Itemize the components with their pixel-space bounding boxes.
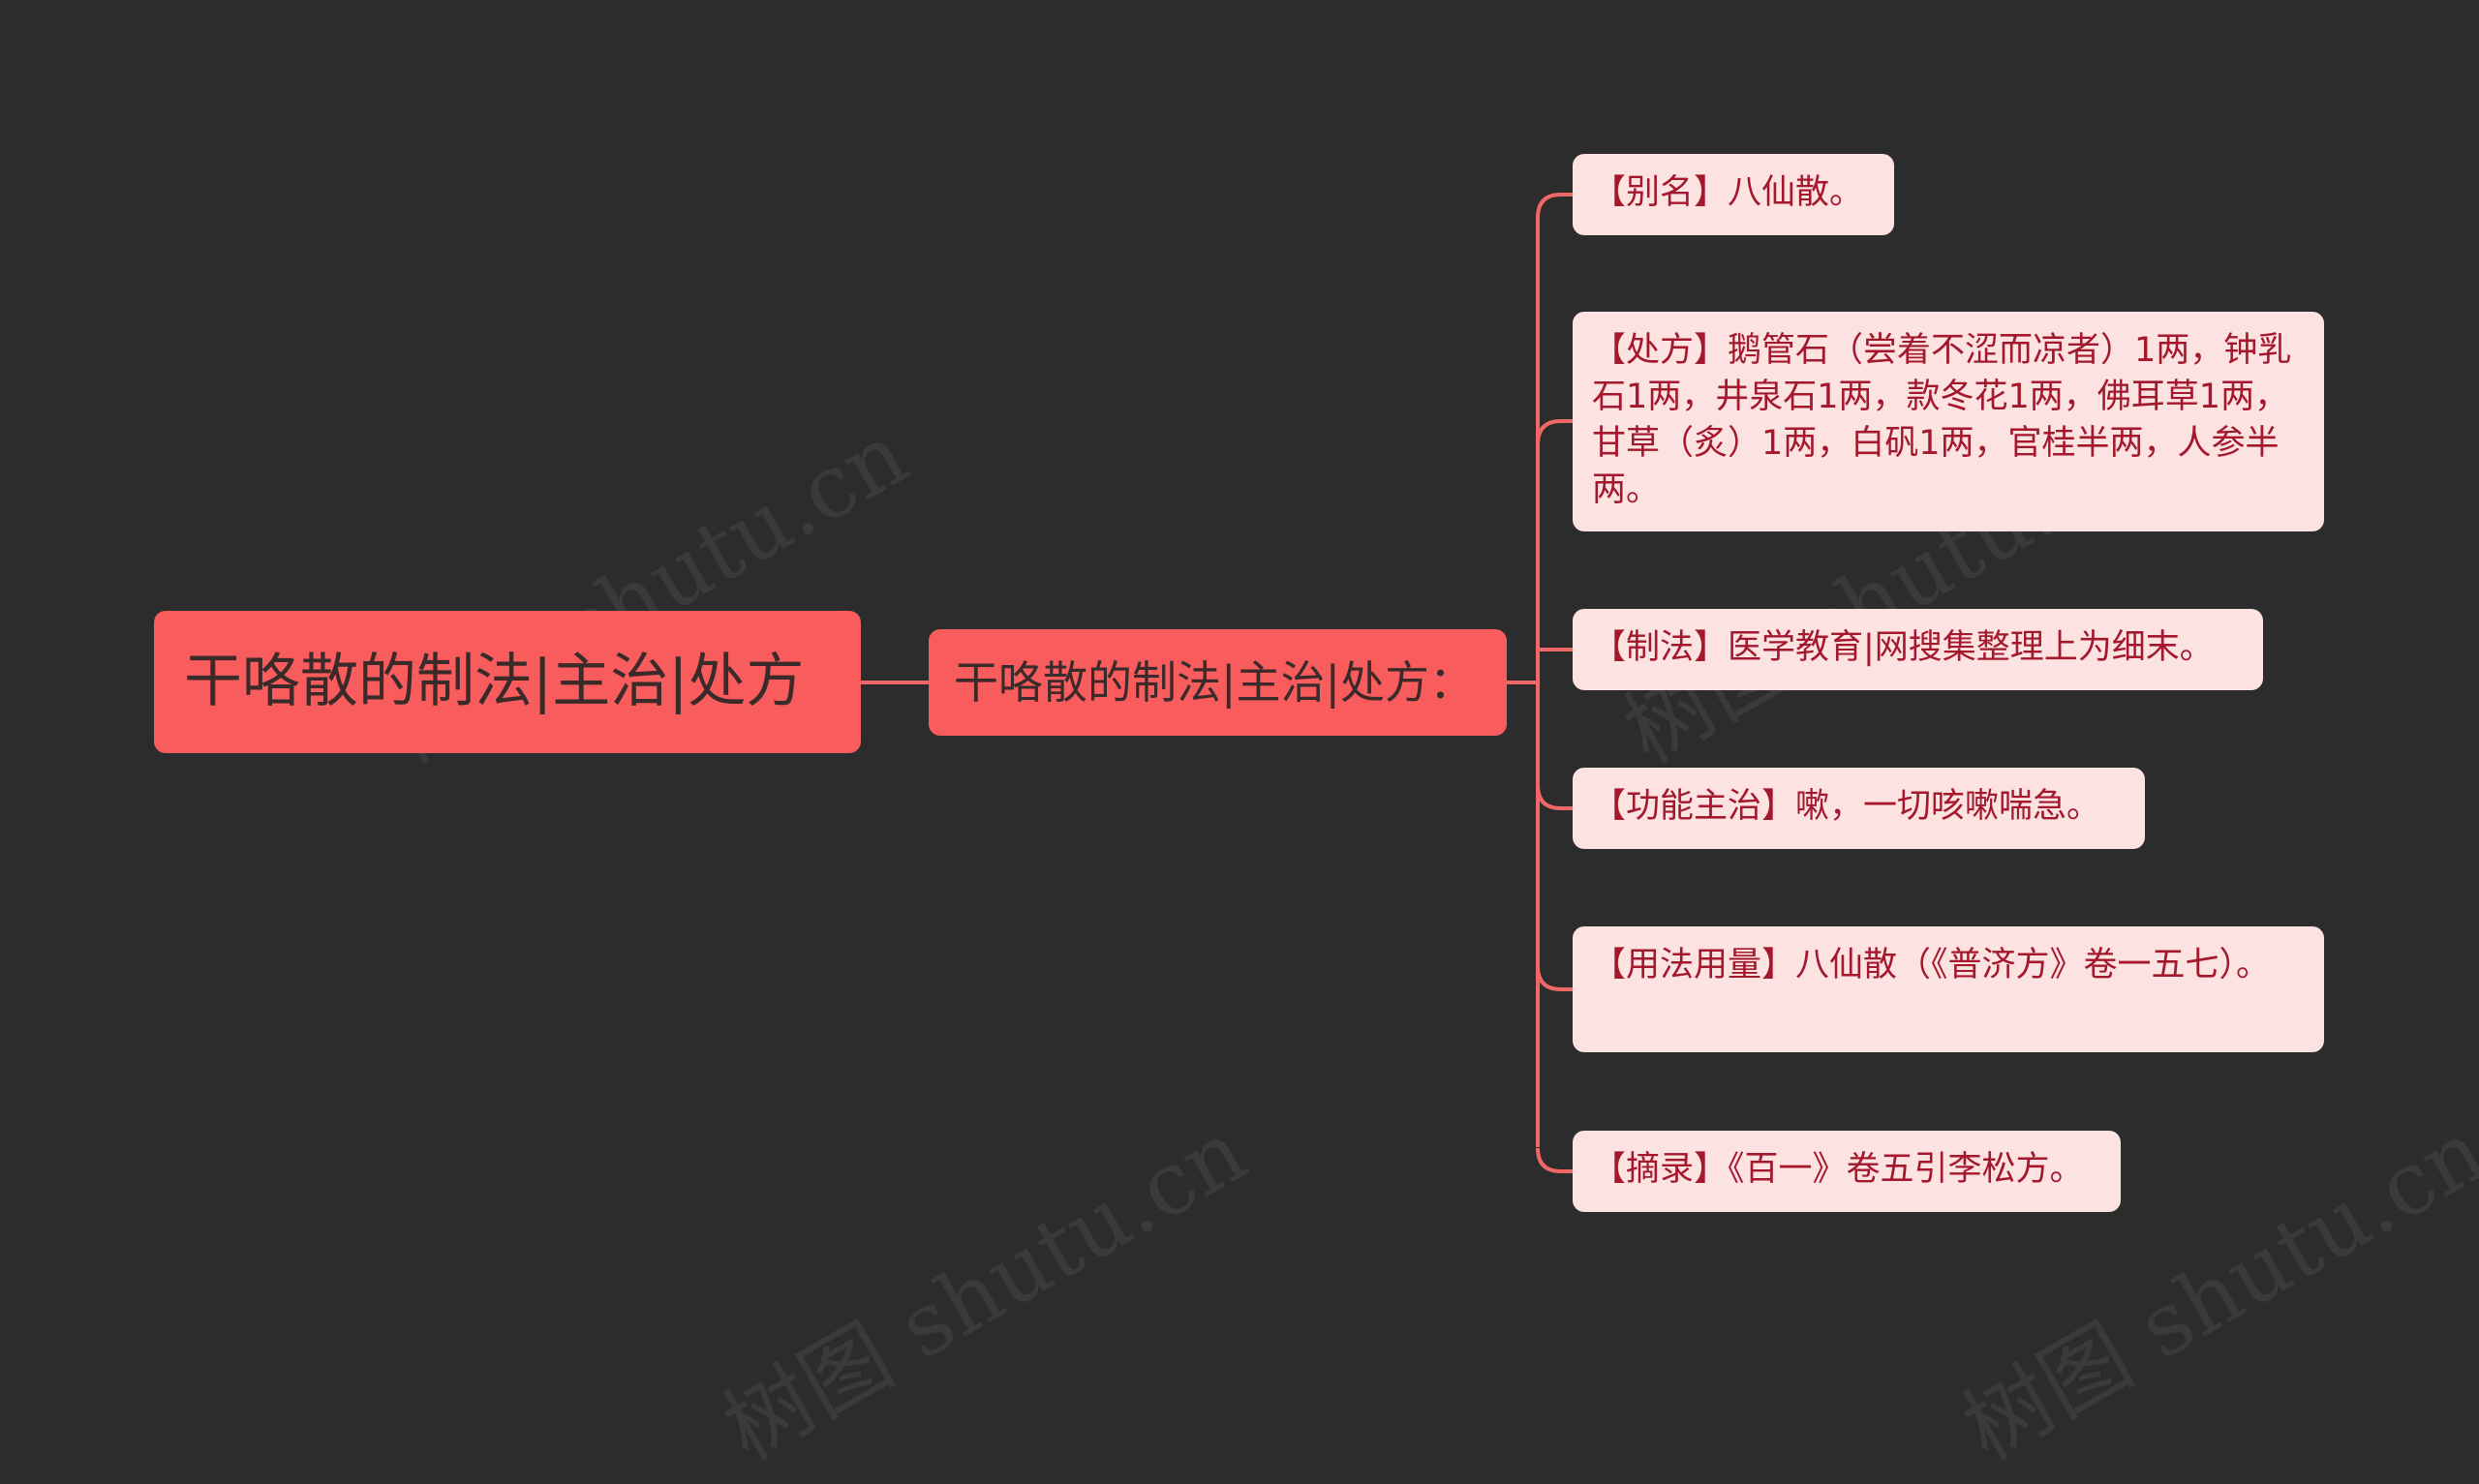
leaf-node-alias[interactable]: 【别名】八仙散。 [1573, 154, 1894, 235]
branch-connector-0 [1536, 193, 1573, 219]
leaf-node-indications[interactable]: 【功能主治】嗽，一切咳嗽喘急。 [1573, 768, 2145, 849]
connector-lines [861, 193, 1573, 1173]
leaf-text: 【功能主治】嗽，一切咳嗽喘急。 [1592, 787, 2101, 826]
leaf-text: 【摘录】《百一》卷五引李松方。 [1592, 1150, 2084, 1189]
branch-connector-5 [1536, 1147, 1573, 1173]
root-topic-node[interactable]: 干咯散的制法|主治|处方 [154, 611, 861, 753]
leaf-text: 【处方】鹅管石（尝着不涩而凉者）1两，钟乳石1两，井泉石1两，款冬花1两，佛耳草… [1592, 331, 2292, 509]
branch-connector-1 [1536, 419, 1573, 445]
leaf-node-preparation[interactable]: 【制法】医学教育|网搜集整理上为细末。 [1573, 609, 2263, 690]
branch-connector-4 [1536, 965, 1573, 991]
leaf-node-usage-dosage[interactable]: 【用法用量】八仙散（《普济方》卷一五七）。 [1573, 926, 2324, 1052]
leaf-node-prescription[interactable]: 【处方】鹅管石（尝着不涩而凉者）1两，钟乳石1两，井泉石1两，款冬花1两，佛耳草… [1573, 312, 2324, 531]
subtopic-node[interactable]: 干咯散的制法|主治|处方： [929, 629, 1507, 736]
subtopic-label: 干咯散的制法|主治|处方： [954, 656, 1474, 709]
root-topic-label: 干咯散的制法|主治|处方 [184, 648, 805, 715]
mind-map-canvas: 树图 shutu.cn 树图 shutu.cn 树图 shutu.cn 树图 s… [154, 154, 2479, 1480]
leaf-text: 【制法】医学教育|网搜集整理上为细末。 [1592, 628, 2214, 667]
leaf-text: 【别名】八仙散。 [1592, 173, 1864, 212]
leaf-node-excerpt[interactable]: 【摘录】《百一》卷五引李松方。 [1573, 1131, 2121, 1212]
leaf-text: 【用法用量】八仙散（《普济方》卷一五七）。 [1592, 946, 2271, 984]
branch-connector-3 [1536, 784, 1573, 810]
